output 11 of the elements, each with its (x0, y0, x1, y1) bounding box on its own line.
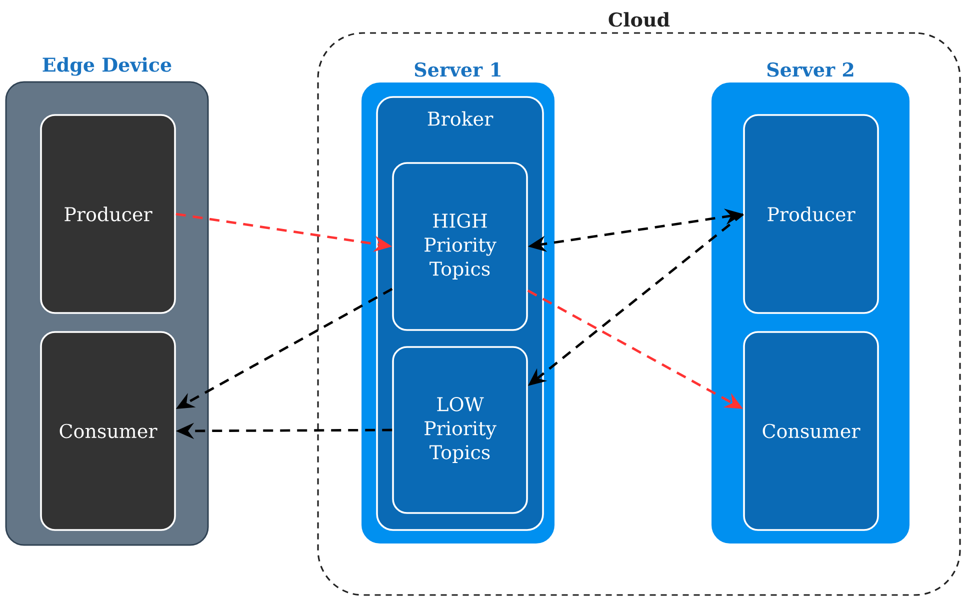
component-box: Producer (743, 114, 879, 314)
heading: Broker (428, 111, 494, 126)
heading: Server 1 (414, 62, 500, 77)
heading: Edge Device (42, 57, 172, 76)
component-box: LOW Priority Topics (392, 346, 528, 514)
heading: Server 2 (767, 62, 854, 77)
heading: Cloud (608, 12, 670, 27)
component-box: HIGH Priority Topics (392, 162, 528, 331)
component-box: Consumer (40, 331, 176, 531)
component-box: Consumer (743, 331, 879, 531)
component-box: Producer (40, 114, 176, 314)
